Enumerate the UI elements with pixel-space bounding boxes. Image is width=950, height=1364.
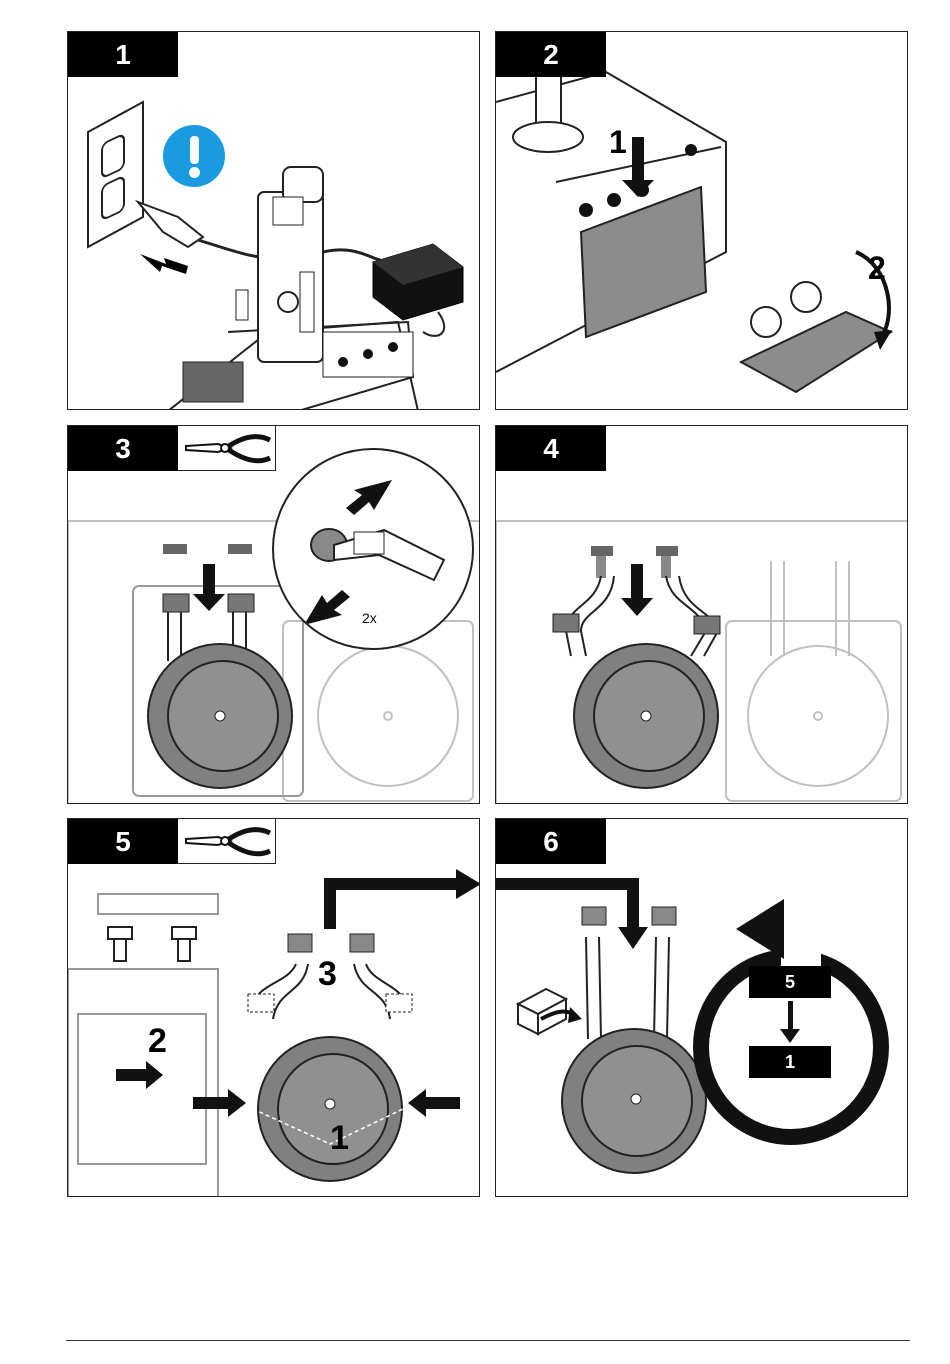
remove-pump-head-illustration <box>68 819 480 1197</box>
repeat-count: 2x <box>362 610 377 626</box>
tool-indicator <box>178 819 276 864</box>
pliers-icon <box>178 426 276 471</box>
step-panel-1: 1 <box>67 31 480 410</box>
callout-2: 2 <box>148 1022 167 1061</box>
callout-1: 1 <box>330 1119 349 1158</box>
tool-indicator <box>178 426 276 471</box>
step-number: 5 <box>68 819 178 864</box>
footer-rule <box>66 1340 910 1341</box>
remove-tubing-illustration <box>496 426 908 804</box>
exclamation-icon <box>163 125 225 187</box>
callout-2: 2 <box>868 250 886 287</box>
step-panel-5: 5 2 3 1 <box>67 818 480 1197</box>
step-number: 4 <box>496 426 606 471</box>
step-panel-2: 2 1 2 <box>495 31 908 410</box>
step-panel-4: 4 <box>495 425 908 804</box>
step-panel-3: 3 2x <box>67 425 480 804</box>
loop-start-step: 5 <box>749 966 831 998</box>
unplug-illustration <box>68 32 480 410</box>
callout-1: 1 <box>609 124 627 161</box>
callout-3: 3 <box>318 955 337 994</box>
step-number: 2 <box>496 32 606 77</box>
step-number: 6 <box>496 819 606 864</box>
install-new-tubing-illustration <box>496 819 908 1197</box>
detail-magnifier: 2x <box>272 448 474 650</box>
step-number: 1 <box>68 32 178 77</box>
open-cover-illustration <box>496 32 908 410</box>
loop-end-step: 1 <box>749 1046 831 1078</box>
step-panel-6: 6 5 1 <box>495 818 908 1197</box>
step-number: 3 <box>68 426 178 471</box>
pliers-icon <box>178 819 276 864</box>
